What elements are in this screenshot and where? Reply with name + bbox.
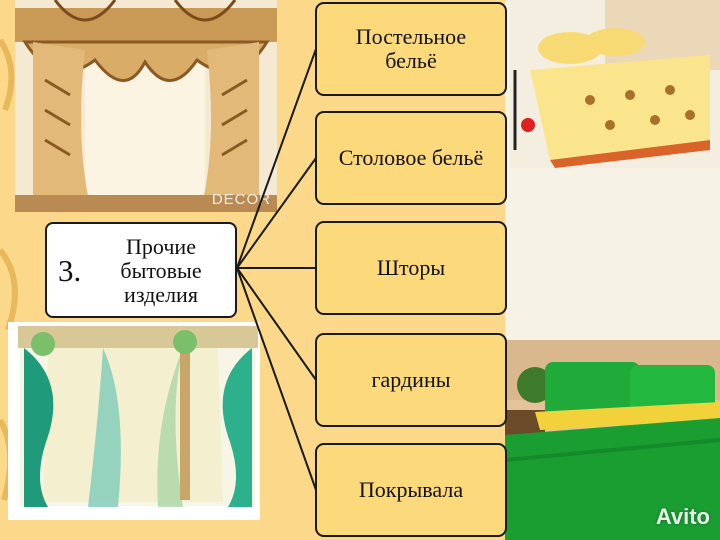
node-label: Постельное бельё (355, 24, 467, 73)
node-label: Покрывала (358, 477, 464, 502)
photo-yellow-bedding (510, 0, 720, 168)
node-sheers: гардины (315, 333, 507, 427)
photo-watermark: DECOR (211, 191, 271, 208)
connector-line (236, 157, 317, 269)
root-node: 3. Прочие бытовые изделия (45, 222, 237, 318)
node-label: гардины (371, 367, 451, 392)
connector-line (236, 267, 317, 381)
node-label: Шторы (376, 255, 446, 280)
root-label: Прочие бытовые изделия (120, 234, 202, 307)
node-bed-linen: Постельное бельё (315, 2, 507, 96)
site-watermark: Avito (655, 504, 710, 529)
node-curtains: Шторы (315, 221, 507, 315)
photo-golden-curtains: DECOR (15, 0, 277, 212)
node-table-linen: Столовое бельё (315, 111, 507, 205)
node-bedspreads: Покрывала (315, 443, 507, 537)
connector-line (236, 48, 317, 269)
connector-line (236, 267, 317, 491)
node-label: Столовое бельё (338, 145, 484, 170)
root-number: 3. (58, 253, 82, 288)
photo-green-curtains (8, 322, 260, 520)
photo-green-bedding: Avito (505, 340, 720, 540)
